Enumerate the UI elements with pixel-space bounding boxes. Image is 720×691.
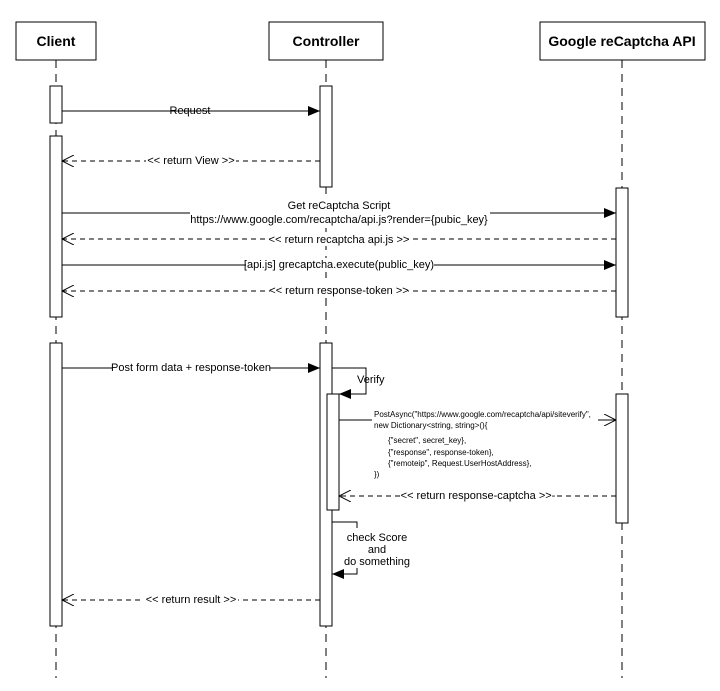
return-token-label: << return response-token >> <box>269 285 408 297</box>
post-async-line-5: {"remoteip", Request.UserHostAddress}, <box>388 459 532 468</box>
client-activation-1 <box>49 85 63 124</box>
verify-label: Verify <box>357 374 385 386</box>
request-label: Request <box>170 105 211 117</box>
return-captcha-label: << return response-captcha >>- <box>401 490 556 502</box>
participant-client: Client <box>15 21 97 61</box>
check-score-line-3: do something <box>344 556 410 568</box>
return-result-label: << return result >> <box>146 594 237 606</box>
return-view-label: << return View >> <box>147 155 234 167</box>
post-async-line-4: {"response", response-token}, <box>388 448 494 457</box>
controller-activation-1 <box>319 85 333 188</box>
check-score-line-2: and <box>368 544 386 556</box>
client-activation-3 <box>49 342 63 627</box>
execute-label: [api.js] grecaptcha.execute(public_key) <box>244 259 434 271</box>
participant-controller: Controller <box>268 21 384 61</box>
post-async-line-3: {"secret", secret_key}, <box>388 436 466 445</box>
participant-google-label: Google reCaptcha API <box>548 33 695 49</box>
return-api-js-label: << return recaptcha api.js >> <box>269 234 410 246</box>
participant-controller-label: Controller <box>293 33 360 49</box>
verify-arrow <box>332 367 367 399</box>
controller-activation-nested <box>326 393 340 511</box>
participant-client-label: Client <box>37 33 76 49</box>
get-script-label-line1: Get reCaptcha Script <box>288 200 391 212</box>
google-activation-1 <box>615 187 629 318</box>
google-activation-2 <box>615 393 629 524</box>
post-async-line-6: }) <box>374 470 380 479</box>
post-async-line-1: PostAsync("https://www.google.com/recapt… <box>374 410 591 419</box>
check-score-line-1: check Score <box>347 532 408 544</box>
participant-google: Google reCaptcha API <box>539 21 706 61</box>
client-activation-2 <box>49 135 63 318</box>
post-async-line-2: new Dictionary<string, string>(){ <box>374 421 488 430</box>
get-script-label-line2: https://www.google.com/recaptcha/api.js?… <box>190 214 488 226</box>
post-form-label: Post form data + response-token <box>111 362 271 374</box>
